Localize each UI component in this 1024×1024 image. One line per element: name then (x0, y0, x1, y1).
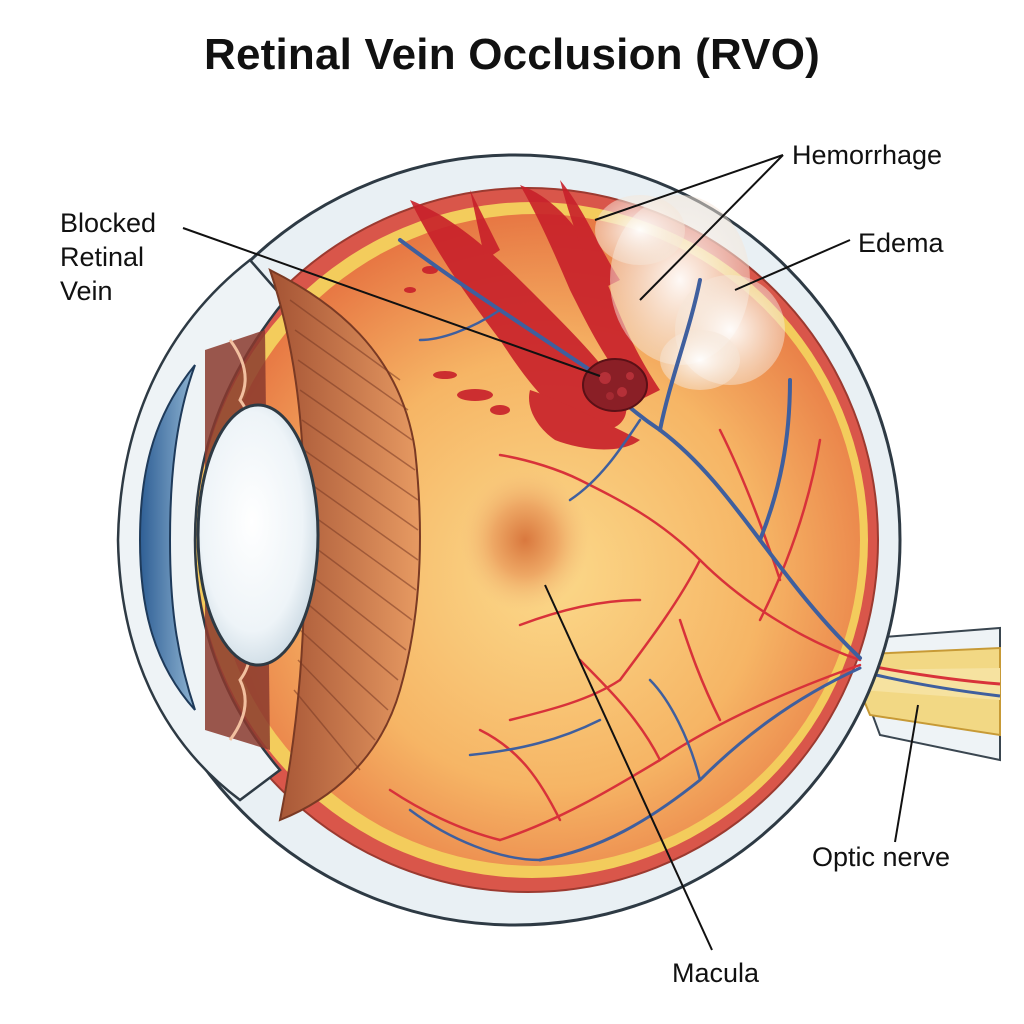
anterior-sclera (116, 258, 287, 802)
page-title: Retinal Vein Occlusion (RVO) (203, 30, 821, 79)
label-edema: Edema (858, 228, 944, 258)
leader-macula (544, 584, 713, 951)
label-blocked-retinal-vein-line3: Vein (60, 276, 113, 306)
hemorrhage-area (404, 180, 660, 450)
leader-optic-nerve (894, 704, 919, 843)
leader-lines (182, 154, 919, 951)
leader-hemorrhage-1 (594, 154, 784, 221)
macula (460, 468, 590, 612)
occlusion-clot (582, 358, 648, 412)
leader-hemorrhage-2 (639, 154, 784, 301)
leader-blocked-vein (182, 227, 601, 377)
label-blocked-retinal-vein-line2: Retinal (60, 242, 145, 272)
lens (196, 403, 320, 667)
label-macula: Macula (672, 958, 760, 988)
label-hemorrhage: Hemorrhage (792, 140, 943, 170)
label-blocked-retinal-vein-line1: Blocked (60, 208, 157, 238)
cornea (138, 364, 196, 711)
leader-edema (734, 239, 851, 291)
label-optic-nerve: Optic nerve (812, 842, 951, 872)
